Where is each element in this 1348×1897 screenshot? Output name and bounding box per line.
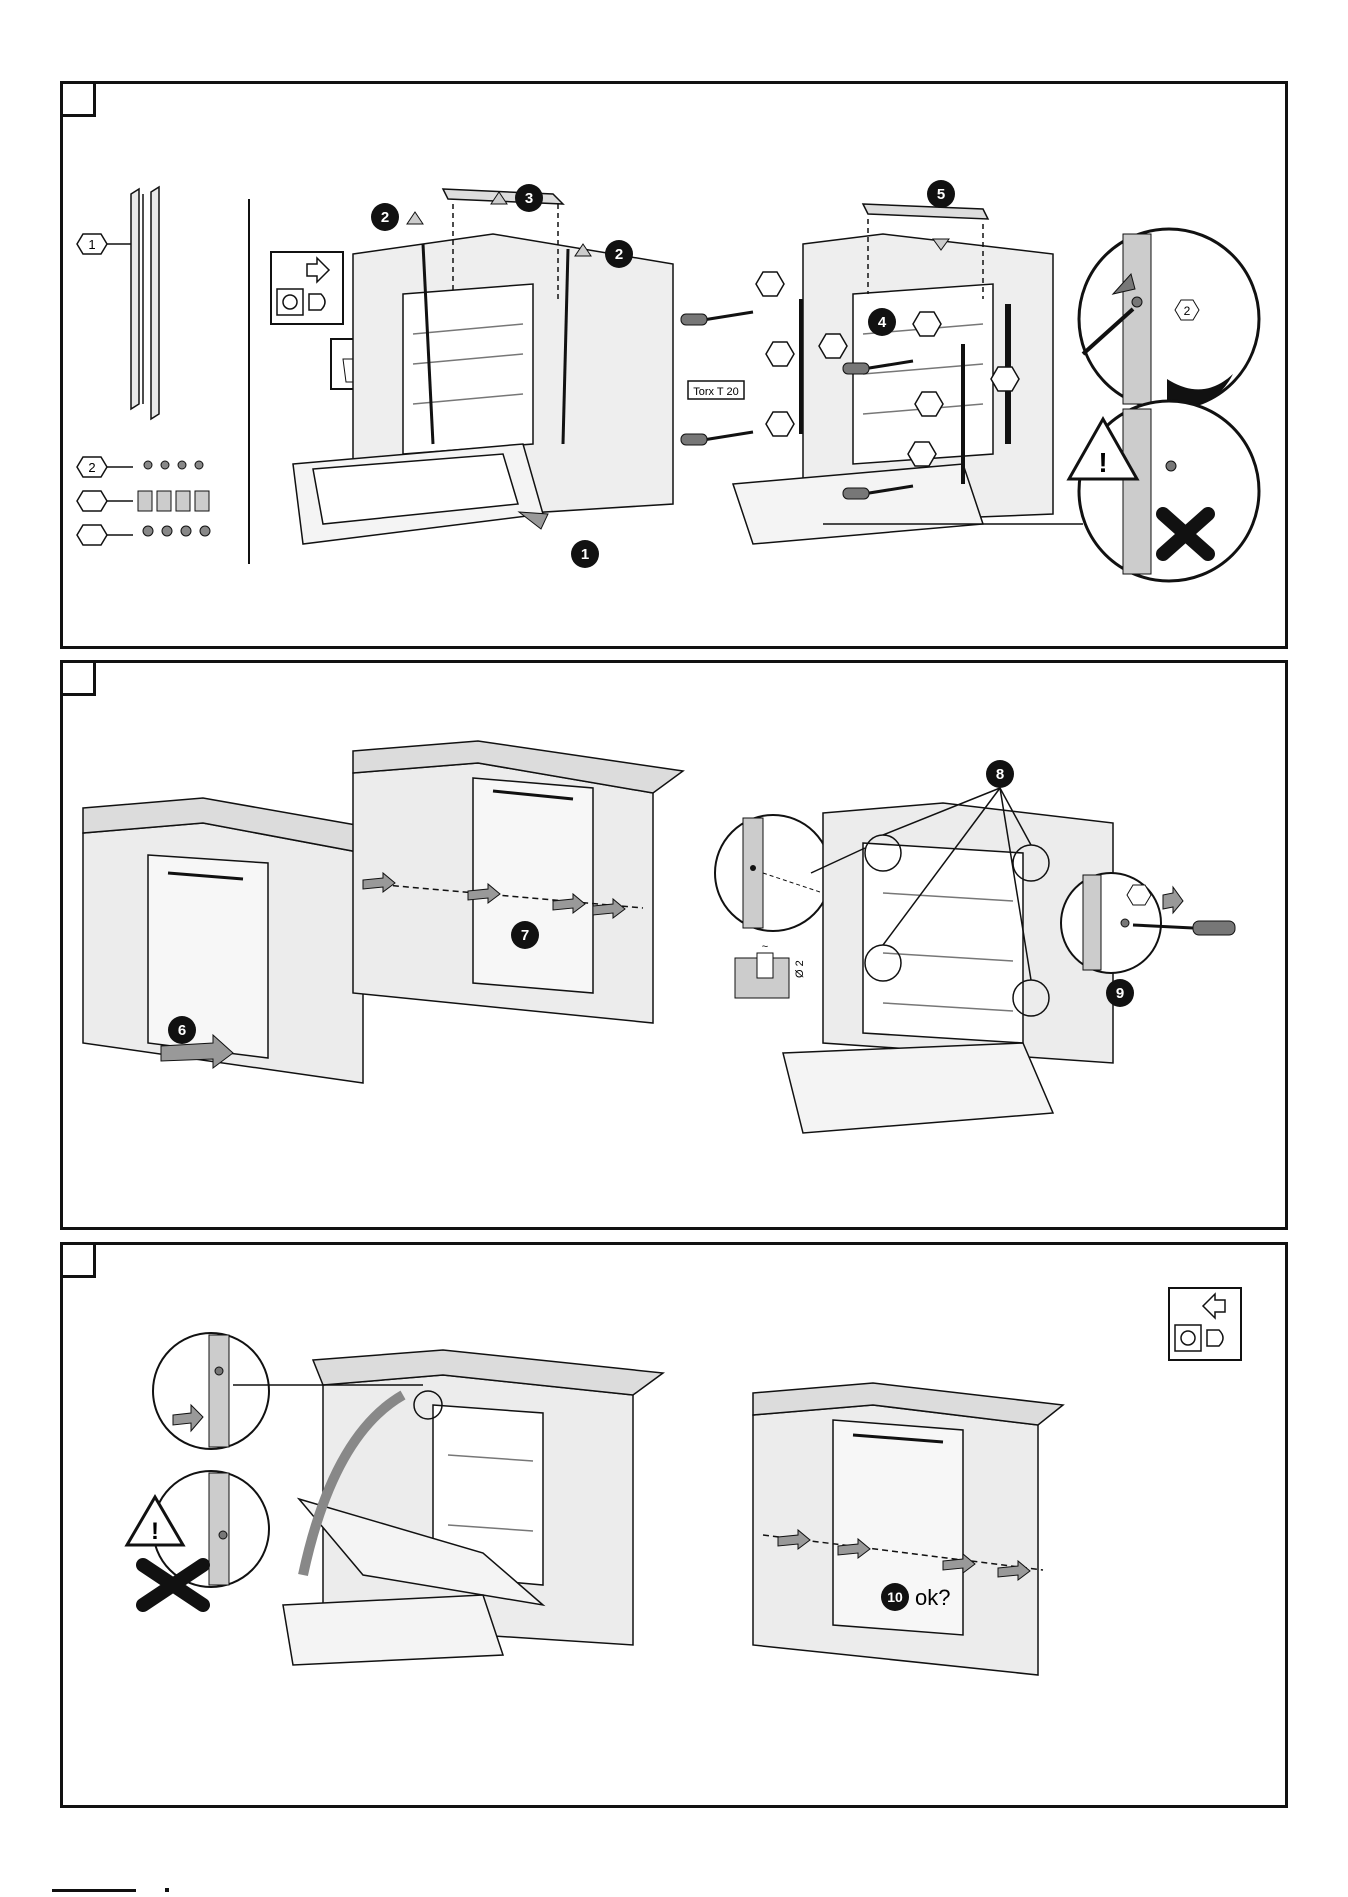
zoom-wrong-3: !: [127, 1471, 269, 1605]
zoom-detail-correct: 2: [1079, 229, 1259, 409]
svg-text:1: 1: [88, 237, 95, 252]
svg-text:2: 2: [615, 246, 623, 263]
screw-zoom: [1061, 873, 1235, 973]
panel-1: 1 2: [60, 81, 1288, 649]
footer-dot: [165, 1888, 169, 1892]
footer-rule: [52, 1889, 136, 1892]
panel-1-drawing: 1 2: [63, 84, 1291, 652]
panel-2-drawing: 6 7 ~: [63, 663, 1291, 1233]
svg-text:!: !: [1098, 447, 1107, 478]
dishwasher-closing: [233, 1350, 663, 1665]
panel-3: ! 10 o: [60, 1242, 1288, 1808]
step-marker-1: 1: [519, 512, 599, 568]
svg-text:2: 2: [88, 460, 95, 475]
svg-text:10: 10: [887, 1589, 903, 1605]
svg-text:6: 6: [178, 1022, 186, 1039]
cabinet-insert: [83, 798, 373, 1083]
part-label-1: 1: [77, 234, 131, 254]
zoom-correct-3: [153, 1333, 269, 1449]
step-marker-9: 9: [1106, 979, 1134, 1007]
drill-diameter-spec: ~ Ø 2: [735, 941, 806, 998]
part-label-2: 2: [77, 457, 203, 477]
panel-2: 6 7 ~: [60, 660, 1288, 1230]
step-marker-3: 3: [491, 184, 543, 212]
step-marker-8: 8: [986, 760, 1014, 788]
part-label-4: [77, 525, 210, 545]
side-rails: [131, 187, 159, 419]
cabinet-aligned: [353, 741, 683, 1023]
power-on-icon: [1169, 1288, 1241, 1360]
tool-label: Torx T 20: [688, 381, 744, 399]
power-off-icon: [271, 252, 343, 324]
svg-text:2: 2: [381, 209, 389, 226]
svg-text:Ø 2: Ø 2: [794, 960, 806, 978]
step-marker-7: 7: [511, 921, 539, 949]
cabinet-final: [753, 1383, 1063, 1675]
step-marker-4: 4: [868, 308, 896, 336]
svg-text:2: 2: [1184, 304, 1191, 318]
svg-text:1: 1: [581, 546, 589, 563]
svg-text:8: 8: [996, 766, 1004, 783]
svg-text:5: 5: [937, 186, 945, 203]
zoom-detail-wrong: !: [1069, 401, 1259, 581]
svg-text:!: !: [151, 1518, 159, 1545]
final-check-label: ok?: [915, 1585, 950, 1610]
step-marker-2: 2: [371, 203, 423, 231]
svg-text:~: ~: [762, 941, 768, 953]
svg-text:9: 9: [1116, 985, 1124, 1002]
svg-text:3: 3: [525, 190, 533, 207]
part-label-3: [77, 491, 209, 511]
dishwasher-open-3: [783, 788, 1113, 1133]
step-marker-10: 10 ok?: [881, 1583, 950, 1611]
panel-3-drawing: ! 10 o: [63, 1245, 1291, 1811]
svg-text:4: 4: [878, 314, 887, 331]
svg-text:7: 7: [521, 927, 529, 944]
svg-text:Torx T 20: Torx T 20: [693, 386, 738, 398]
